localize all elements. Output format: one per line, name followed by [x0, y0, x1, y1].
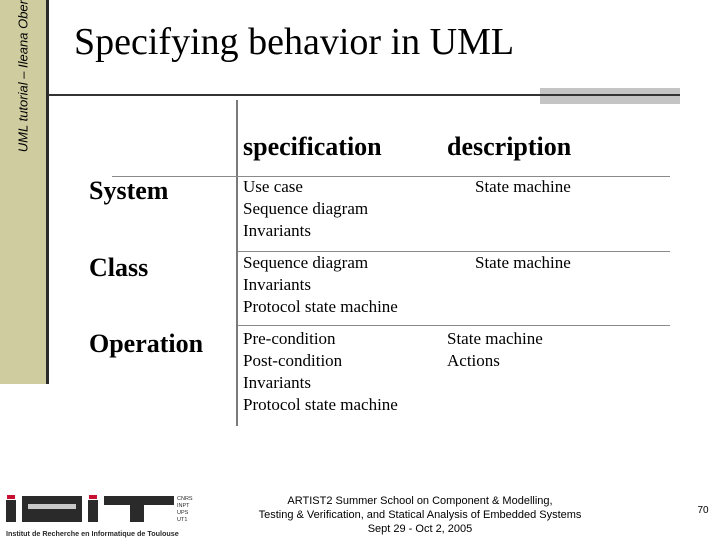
list-item: Sequence diagram: [243, 253, 369, 272]
list-item: State machine: [475, 253, 571, 272]
logo-side-label: UPS: [177, 510, 189, 516]
logo-side-label: CNRS: [177, 496, 193, 502]
list-item: Use case: [243, 177, 303, 196]
title-rule: [48, 94, 680, 96]
system-specification-cell: Use case Sequence diagram Invariants: [243, 176, 368, 242]
column-header-specification: specification: [243, 132, 382, 161]
irit-logo: CNRS INPT UPS UT1 Institut de Recherche …: [4, 494, 194, 540]
row-header-system: System: [89, 176, 169, 205]
footer-line: Testing & Verification, and Statical Ana…: [258, 509, 582, 521]
list-item: Pre-condition: [243, 329, 336, 348]
list-item: State machine: [447, 329, 543, 348]
operation-specification-cell: Pre-condition Post-condition Invariants …: [243, 328, 398, 416]
sidebar-author-text: UML tutorial – Ileana Ober: [15, 0, 31, 153]
list-item: Invariants: [243, 373, 311, 392]
table-divider-row-1: [238, 251, 670, 252]
class-description-cell: State machine: [475, 252, 571, 274]
footer-line: ARTIST2 Summer School on Component & Mod…: [287, 495, 553, 507]
system-description-cell: State machine: [475, 176, 571, 198]
logo-caption: Institut de Recherche en Informatique de…: [6, 529, 179, 538]
table-divider-vertical: [236, 100, 238, 426]
row-header-class: Class: [89, 253, 149, 282]
list-item: Sequence diagram: [243, 199, 369, 218]
logo-side-label: UT1: [177, 517, 187, 523]
list-item: Actions: [447, 351, 500, 370]
table-divider-header: [112, 176, 670, 177]
operation-description-cell: State machine Actions: [447, 328, 543, 372]
list-item: State machine: [475, 177, 571, 196]
irit-logo-graphic: CNRS INPT UPS UT1 Institut de Recherche …: [6, 495, 193, 538]
footer-line: Sept 29 - Oct 2, 2005: [367, 523, 473, 535]
slide-title: Specifying behavior in UML: [74, 21, 515, 63]
logo-side-label: INPT: [177, 503, 190, 509]
list-item: Invariants: [243, 221, 311, 240]
list-item: Post-condition: [243, 351, 343, 370]
row-header-operation: Operation: [89, 329, 204, 358]
class-specification-cell: Sequence diagram Invariants Protocol sta…: [243, 252, 398, 318]
footer-event-text: ARTIST2 Summer School on Component & Mod…: [230, 494, 610, 536]
page-number: 70: [697, 505, 709, 516]
table-divider-row-2: [238, 325, 670, 326]
title-accent-bar: [540, 88, 680, 104]
list-item: Protocol state machine: [243, 395, 398, 414]
list-item: Protocol state machine: [243, 297, 398, 316]
list-item: Invariants: [243, 275, 311, 294]
column-header-description: description: [447, 132, 572, 161]
sidebar-band: UML tutorial – Ileana Ober: [0, 0, 49, 384]
